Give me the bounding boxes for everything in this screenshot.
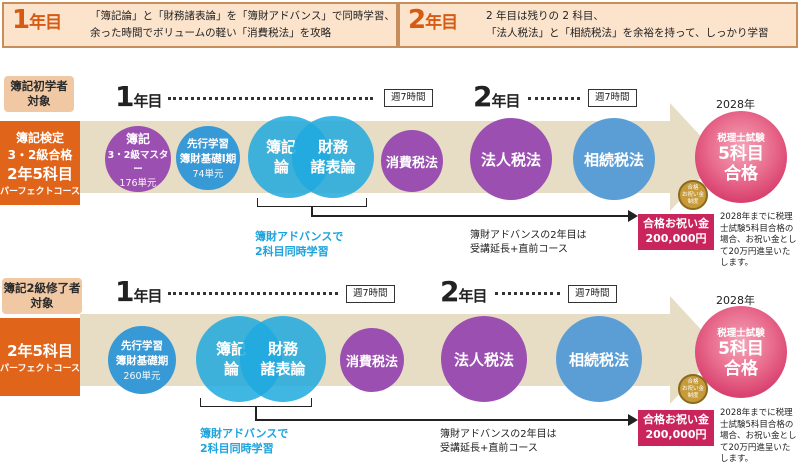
track1-reward-seal-icon: 合格 お祝い金 制度 [678,180,708,210]
track2-year2-dots [495,292,560,295]
track1-target-label: 簿記初学者 対象 [4,76,74,112]
track1-year2-label: 2年目 [473,80,521,113]
track2-hojinzei-circle: 法人税法 [441,316,527,402]
track2-reward-box: 合格お祝い金 200,000円 [638,410,714,446]
track1-boki-master-circle: 簿記 3・2級マスター 176単元 [105,126,171,192]
track1-year1-week: 週7時間 [384,89,433,107]
track2-boki-kiso-circle: 先行学習 簿財基礎期 260単元 [108,326,176,394]
track1-course-box: 簿記検定 3・2級合格 2年5科目 パーフェクトコース [0,121,80,205]
track2-connector-line [255,419,631,421]
track1-goal-year: 2028年 [716,98,755,111]
track1-year1-dots [168,97,373,100]
track2-target-label: 簿記2級修了者 対象 [2,278,82,314]
track2-year2-label: 2年目 [440,275,488,308]
header-year1-text: 「簿記論」と「財務諸表論」を「簿財アドバンス」で同時学習、 余った時間でボリュー… [90,10,395,39]
track1-hojinzei-circle: 法人税法 [470,118,552,200]
track1-connector-arrowhead [628,210,638,222]
track1-shohizei-circle: 消費税法 [381,130,443,192]
header-year2-text: 2 年目は残りの 2 科目、 「法人税法」と「相続税法」を余裕を持って、しっかり… [486,10,769,39]
track1-sozokuzei-circle: 相続税法 [573,118,655,200]
track1-reward-note: 2028年までに税理士試験5科目合格の場合、お祝い金として20万円進呈いたします… [720,212,797,268]
track2-year1-dots [168,292,338,295]
track2-goal-year: 2028年 [716,294,755,307]
track1-connector-line [311,215,631,217]
track2-shohizei-circle: 消費税法 [340,328,404,392]
header-year2-box [398,2,798,48]
track1-year2-dots [528,97,580,100]
track2-sozokuzei-circle: 相続税法 [556,316,642,402]
track1-goal-circle: 税理士試験 5科目 合格 [695,111,787,203]
track2-course-box: 2年5科目 パーフェクトコース [0,318,80,396]
track2-goal-circle: 税理士試験 5科目 合格 [695,306,787,398]
track1-year1-label: 1年目 [115,80,163,113]
track1-boki-kiso-circle: 先行学習 簿財基礎Ⅰ期 74単元 [176,126,240,190]
track1-bracket-stem [311,206,313,216]
track1-year2-week: 週7時間 [588,89,637,107]
header-year2-label: 2年目 [408,5,458,35]
track2-advance-note: 簿財アドバンスの2年目は 受講延長+直前コース [440,429,557,454]
track2-bracket-stem [255,406,257,420]
track2-connector-arrowhead [628,414,638,426]
track1-advance-note: 簿財アドバンスの2年目は 受講延長+直前コース [470,230,587,255]
track2-year1-label: 1年目 [115,275,163,308]
header-year1-label: 1年目 [12,5,62,35]
track2-year2-week: 週7時間 [568,285,617,303]
track1-advance-caption: 簿財アドバンスで 2科目同時学習 [255,230,344,258]
track2-reward-note: 2028年までに税理士試験5科目合格の場合、お祝い金として20万円進呈いたします… [720,408,797,464]
header-year1-box [2,2,398,48]
track2-reward-seal-icon: 合格 お祝い金 制度 [678,374,708,404]
track1-reward-box: 合格お祝い金 200,000円 [638,214,714,250]
track2-year1-week: 週7時間 [346,285,395,303]
track2-advance-caption: 簿財アドバンスで 2科目同時学習 [200,427,289,455]
track1-zaimushohyoron-circle: 財務 諸表論 [292,116,374,198]
track2-zaimushohyoron-circle: 財務 諸表論 [240,316,326,402]
